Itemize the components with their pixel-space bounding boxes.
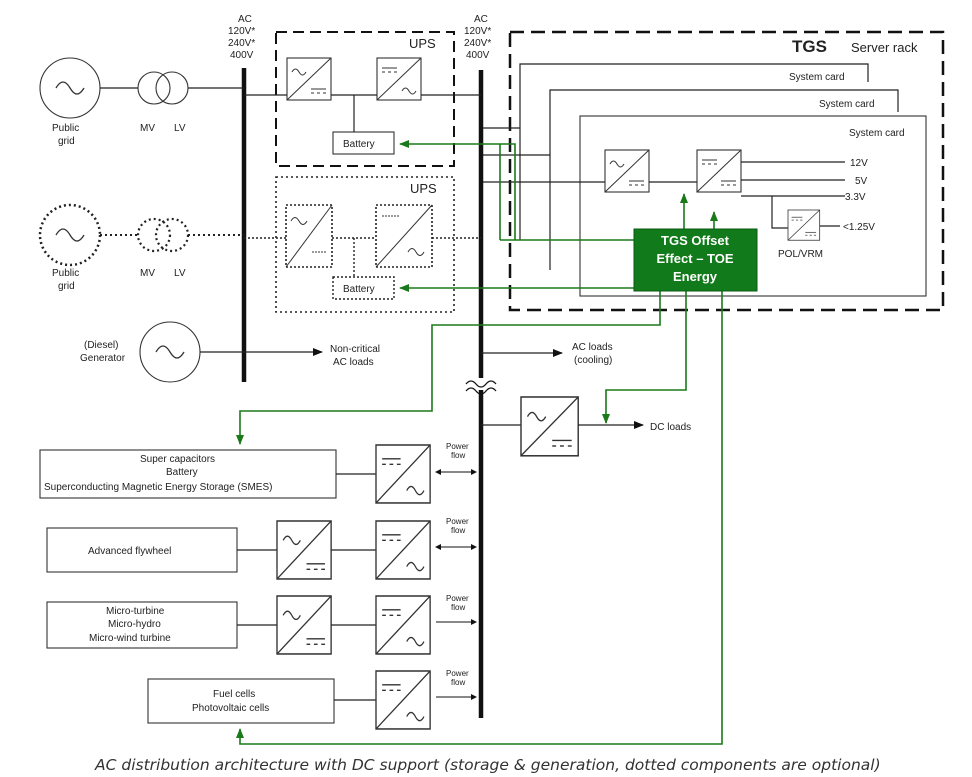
- card-ac-dc-converter: [604, 149, 650, 193]
- power-flow-1a: Power: [446, 442, 469, 451]
- power-flow-1b: flow: [451, 451, 465, 460]
- flywheel-box: [46, 527, 238, 573]
- generator-label-2: Generator: [80, 353, 126, 364]
- system-card-2-label: System card: [819, 99, 875, 110]
- grid-2-public: Public: [52, 268, 79, 279]
- system-card-1-label: System card: [789, 72, 845, 83]
- ups-2-battery-label: Battery: [343, 284, 375, 295]
- power-flow-2b: flow: [451, 526, 465, 535]
- tgs-link-storage: [236, 291, 661, 445]
- flywheel-label: Advanced flywheel: [88, 546, 171, 557]
- tgs-offset-energy-box: [633, 228, 758, 292]
- left-bus-label-3: 240V*: [228, 38, 255, 49]
- voltage-under-1v25: <1.25V: [843, 222, 875, 233]
- tgs-brand: TGS: [792, 37, 827, 56]
- tgs-link-fuel-cells: [236, 291, 723, 745]
- pol-vrm-converter: [787, 209, 821, 241]
- right-bus-label-4: 400V: [466, 50, 490, 61]
- ups-1-rectifier: [286, 57, 332, 101]
- right-bus-label-2: 120V*: [464, 26, 491, 37]
- voltage-5v: 5V: [855, 176, 868, 187]
- turbine-label-3: Micro-wind turbine: [89, 633, 171, 644]
- power-flow-3b: flow: [451, 603, 465, 612]
- system-card-1: [519, 63, 869, 240]
- tgs-link-dc-loads: [602, 291, 687, 424]
- ups-1-label: UPS: [409, 36, 436, 51]
- storage-converter-1: [375, 444, 431, 504]
- ups-1-inverter: [376, 57, 422, 101]
- fuel-label-1: Fuel cells: [213, 689, 255, 700]
- grid-1-lv: LV: [174, 123, 186, 134]
- turbine-label-2: Micro-hydro: [108, 619, 161, 630]
- ac-loads-2: (cooling): [574, 355, 612, 366]
- mv-transformer-2: [136, 217, 172, 253]
- left-bus-label-4: 400V: [230, 50, 254, 61]
- power-flow-3a: Power: [446, 594, 469, 603]
- fuel-cells-box: [147, 678, 335, 724]
- ups-2-label: UPS: [410, 181, 437, 196]
- right-bus-label-3: 240V*: [464, 38, 491, 49]
- pol-vrm-label: POL/VRM: [778, 249, 823, 260]
- tgs-label-2: Effect – TOE: [656, 251, 733, 266]
- left-bus-label-1: AC: [238, 14, 252, 25]
- noncritical-loads-1: Non-critical: [330, 344, 380, 355]
- storage-label-1: Super capacitors: [140, 454, 215, 465]
- storage-label-2: Battery: [166, 467, 198, 478]
- fuel-cell-converter: [375, 670, 431, 730]
- grid-1-public: Public: [52, 123, 79, 134]
- micro-generation-box: [46, 601, 238, 649]
- fuel-label-2: Photovoltaic cells: [192, 703, 269, 714]
- server-rack-boundary: [508, 30, 945, 312]
- power-flow-2a: Power: [446, 517, 469, 526]
- mv-transformer-1: [137, 71, 171, 105]
- flywheel-ac-dc: [276, 520, 332, 580]
- card-dc-dc-converter: [696, 149, 742, 193]
- ups-2-battery: [332, 276, 395, 300]
- figure-caption: AC distribution architecture with DC sup…: [94, 756, 881, 774]
- dc-loads-label: DC loads: [650, 422, 691, 433]
- ups-1-battery: [332, 131, 395, 155]
- noncritical-loads-2: AC loads: [333, 357, 374, 368]
- left-bus-label-2: 120V*: [228, 26, 255, 37]
- system-card-2: [549, 89, 899, 270]
- turbine-ac-dc: [276, 595, 332, 655]
- grid-2-mv: MV: [140, 268, 155, 279]
- turbine-label-1: Micro-turbine: [106, 606, 165, 617]
- central-ac-dc-converter: [520, 396, 579, 457]
- turbine-dc-ac: [375, 595, 431, 655]
- generator-label-1: (Diesel): [84, 340, 118, 351]
- power-flow-4b: flow: [451, 678, 465, 687]
- ac-loads-1: AC loads: [572, 342, 613, 353]
- grid-1-grid: grid: [58, 136, 75, 147]
- grid-2-grid: grid: [58, 281, 75, 292]
- storage-label-3: Superconducting Magnetic Energy Storage …: [44, 482, 272, 493]
- tgs-link-ups-1-battery: [399, 140, 516, 240]
- voltage-3v3: 3.3V: [845, 192, 866, 203]
- storage-box-capacitors: [39, 449, 337, 499]
- ups-1-boundary: [275, 31, 455, 167]
- ups-1-battery-label: Battery: [343, 139, 375, 150]
- server-rack-label: Server rack: [851, 40, 918, 55]
- bus-break-symbol: [465, 380, 497, 388]
- right-bus-label-1: AC: [474, 14, 488, 25]
- flywheel-dc-ac: [375, 520, 431, 580]
- grid-1-mv: MV: [140, 123, 155, 134]
- voltage-12v: 12V: [850, 158, 868, 169]
- power-flow-4a: Power: [446, 669, 469, 678]
- tgs-label-1: TGS Offset: [661, 233, 730, 248]
- system-card-3-label: System card: [849, 128, 905, 139]
- ups-2-boundary: [275, 176, 455, 313]
- tgs-label-3: Energy: [673, 269, 718, 284]
- grid-2-lv: LV: [174, 268, 186, 279]
